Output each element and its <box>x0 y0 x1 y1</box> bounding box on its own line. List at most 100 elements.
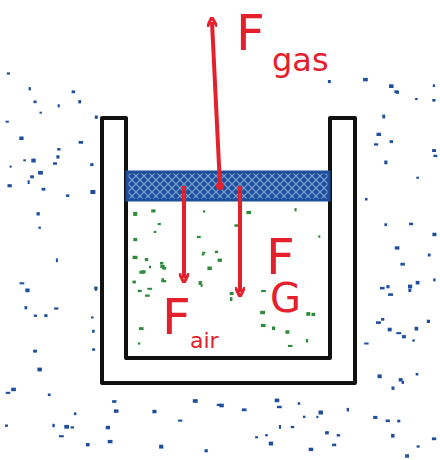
particle <box>158 223 161 225</box>
particle <box>386 420 390 423</box>
particle <box>25 289 29 293</box>
gas-particles <box>132 208 320 347</box>
particle <box>160 265 164 268</box>
particle <box>386 285 389 288</box>
particle <box>29 87 31 90</box>
particle <box>255 436 258 438</box>
particle <box>152 410 156 414</box>
particle <box>390 140 393 143</box>
particle <box>56 258 58 262</box>
particle <box>193 399 198 403</box>
particle <box>415 327 419 331</box>
force-origin <box>216 182 224 190</box>
particle <box>380 287 385 290</box>
particle <box>285 330 289 334</box>
particle <box>384 223 387 226</box>
particle <box>316 416 318 418</box>
particle <box>416 177 419 179</box>
particle <box>151 209 155 212</box>
particle <box>303 416 306 418</box>
particle <box>5 425 8 427</box>
particle <box>234 224 238 227</box>
particle <box>408 289 411 292</box>
particle <box>215 251 218 253</box>
particle <box>260 311 265 314</box>
particle <box>145 258 148 261</box>
particle <box>364 343 368 345</box>
particle <box>178 420 182 422</box>
particle <box>42 188 46 191</box>
force-arrow <box>182 186 186 278</box>
particle <box>91 316 93 318</box>
particle <box>318 235 320 237</box>
particle <box>33 350 37 353</box>
particle <box>56 155 59 158</box>
particle <box>374 143 378 145</box>
particle <box>90 163 93 166</box>
particle <box>416 281 420 285</box>
particle <box>114 409 119 412</box>
particle <box>139 327 144 330</box>
force-symbol: F <box>236 8 265 58</box>
particle <box>306 312 310 316</box>
particle <box>59 435 64 437</box>
force-arrow <box>238 186 242 292</box>
particle <box>261 290 266 292</box>
particle <box>269 442 273 446</box>
particle <box>412 339 415 341</box>
particle <box>92 330 95 333</box>
particle <box>37 368 42 372</box>
particle <box>6 392 11 394</box>
particle <box>363 78 368 81</box>
particle <box>78 100 81 103</box>
particle <box>58 104 60 107</box>
particle <box>389 84 394 88</box>
particle <box>64 425 69 429</box>
particle <box>246 211 251 214</box>
particle <box>388 328 392 332</box>
particle <box>432 233 436 237</box>
particle <box>277 406 282 408</box>
piston <box>127 172 329 200</box>
particle <box>433 155 437 157</box>
particle <box>154 231 157 233</box>
particle <box>38 171 43 175</box>
particle <box>391 434 394 438</box>
particle <box>291 426 295 428</box>
particle <box>325 431 329 434</box>
particle <box>159 445 163 449</box>
particle <box>52 424 54 427</box>
particle <box>90 190 95 194</box>
cylinder <box>102 118 355 383</box>
particle <box>408 285 412 289</box>
particle <box>7 72 10 74</box>
particle <box>92 348 95 351</box>
particle <box>272 327 275 331</box>
particle <box>298 402 301 405</box>
particle <box>25 306 28 309</box>
particle <box>242 408 247 411</box>
particle <box>306 339 308 343</box>
particle <box>162 278 165 281</box>
particle <box>378 374 382 378</box>
force-subscript: gas <box>272 44 329 76</box>
particle <box>332 444 336 447</box>
particle <box>265 434 268 436</box>
particle <box>312 313 316 316</box>
particle <box>147 288 152 290</box>
particle <box>373 416 377 419</box>
particle <box>381 318 384 321</box>
particle <box>432 149 436 152</box>
particle <box>428 254 431 257</box>
particle <box>432 437 436 440</box>
particle <box>394 90 398 93</box>
particle <box>10 166 12 168</box>
particle <box>382 115 385 119</box>
particle <box>149 266 151 269</box>
particle <box>160 262 163 265</box>
particle <box>433 84 435 87</box>
particle <box>279 425 281 429</box>
particle <box>8 184 12 187</box>
particle <box>34 315 37 317</box>
particle <box>275 399 280 403</box>
